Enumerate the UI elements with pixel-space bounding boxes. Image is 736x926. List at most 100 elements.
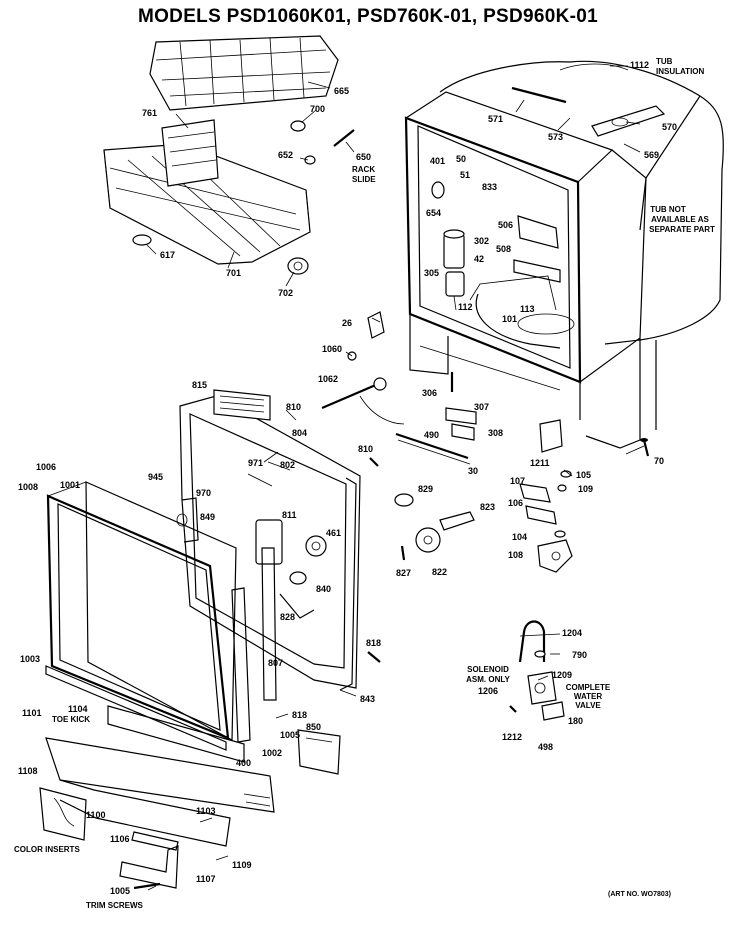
part-label-51: 51 (460, 170, 470, 180)
note-tub-not-available-3: SEPARATE PART (649, 225, 715, 234)
part-label-112: 112 (458, 302, 473, 312)
part-label-818: 818 (292, 710, 307, 720)
part-label-810: 810 (358, 444, 373, 454)
part-label-815: 815 (192, 380, 207, 390)
part-label-810: 810 (286, 402, 301, 412)
part-label-823: 823 (480, 502, 495, 512)
part-label-1211: 1211 (530, 458, 550, 468)
part-label-850: 850 (306, 722, 321, 732)
toe-kick-assembly (39, 705, 341, 890)
part-label-702: 702 (278, 288, 293, 298)
part-label-180: 180 (568, 716, 583, 726)
note-water-valve-2: WATER (574, 692, 603, 701)
part-label-802: 802 (280, 460, 295, 470)
part-label-1005: 1005 (110, 886, 130, 896)
note-toe-kick: TOE KICK (52, 715, 90, 724)
note-rack-slide-2: SLIDE (352, 175, 376, 184)
part-label-1062: 1062 (318, 374, 338, 384)
part-label-804: 804 (292, 428, 307, 438)
part-label-1204: 1204 (562, 628, 582, 638)
note-trim-screws: TRIM SCREWS (86, 901, 144, 910)
small-parts (321, 311, 650, 721)
tub-assembly (404, 60, 724, 449)
note-tub-insulation-1: TUB (656, 57, 673, 66)
part-label-70: 70 (654, 456, 664, 466)
leader-lines (145, 65, 645, 891)
part-label-807: 807 (268, 658, 283, 668)
part-label-1206: 1206 (478, 686, 498, 696)
part-label-1103: 1103 (196, 806, 216, 816)
part-label-1100: 1100 (86, 810, 106, 820)
part-label-1001: 1001 (60, 480, 80, 490)
part-label-490: 490 (424, 430, 439, 440)
part-label-945: 945 (148, 472, 163, 482)
part-label-461: 461 (326, 528, 341, 538)
part-label-833: 833 (482, 182, 497, 192)
note-tub-insulation-2: INSULATION (656, 67, 705, 76)
part-label-107: 107 (510, 476, 525, 486)
part-label-108: 108 (508, 550, 523, 560)
part-label-50: 50 (456, 154, 466, 164)
part-label-105: 105 (576, 470, 591, 480)
part-label-113: 113 (520, 304, 535, 314)
note-art-number: (ART NO. WO7803) (608, 891, 671, 898)
part-label-654: 654 (426, 208, 441, 218)
part-label-104: 104 (512, 532, 527, 542)
note-water-valve-1: COMPLETE (566, 683, 611, 692)
part-label-1112: 1112 (630, 60, 649, 70)
note-solenoid-1: SOLENOID (467, 665, 509, 674)
note-color-inserts: COLOR INSERTS (14, 845, 80, 854)
part-label-701: 701 (226, 268, 241, 278)
note-water-valve-3: VALVE (575, 701, 601, 710)
part-label-1104: 1104 (68, 704, 88, 714)
part-label-840: 840 (316, 584, 331, 594)
note-tub-not-available-1: TUB NOT (650, 205, 686, 214)
part-label-400: 400 (236, 758, 251, 768)
part-label-650: 650 (356, 152, 371, 162)
part-label-761: 761 (142, 108, 157, 118)
part-label-1008: 1008 (18, 482, 38, 492)
part-label-970: 970 (196, 488, 211, 498)
part-label-1002: 1002 (262, 748, 282, 758)
door-outer-panel (45, 481, 237, 751)
part-label-971: 971 (248, 458, 263, 468)
part-label-308: 308 (488, 428, 503, 438)
part-label-1107: 1107 (196, 874, 216, 884)
part-label-109: 109 (578, 484, 593, 494)
part-label-26: 26 (342, 318, 352, 328)
part-label-506: 506 (498, 220, 513, 230)
part-label-306: 306 (422, 388, 437, 398)
part-label-822: 822 (432, 567, 447, 577)
part-label-101: 101 (502, 314, 517, 324)
note-solenoid-2: ASM. ONLY (466, 675, 510, 684)
note-rack-slide-1: RACK (352, 165, 375, 174)
diagram-title: MODELS PSD1060K01, PSD760K-01, PSD960K-0… (137, 6, 599, 27)
part-label-1101: 1101 (22, 708, 42, 718)
part-label-617: 617 (160, 250, 175, 260)
part-label-818: 818 (366, 638, 381, 648)
part-label-843: 843 (360, 694, 375, 704)
part-label-1106: 1106 (110, 834, 130, 844)
part-label-700: 700 (310, 104, 325, 114)
part-label-1003: 1003 (20, 654, 40, 664)
part-label-829: 829 (418, 484, 433, 494)
part-label-42: 42 (474, 254, 484, 264)
part-label-652: 652 (278, 150, 293, 160)
part-label-571: 571 (488, 114, 503, 124)
part-label-570: 570 (662, 122, 677, 132)
part-label-1060: 1060 (322, 344, 342, 354)
part-label-508: 508 (496, 244, 511, 254)
dish-racks (103, 35, 355, 275)
part-label-30: 30 (468, 466, 478, 476)
part-label-302: 302 (474, 236, 489, 246)
part-label-790: 790 (572, 650, 587, 660)
part-label-828: 828 (280, 612, 295, 622)
part-label-573: 573 (548, 132, 563, 142)
part-label-1108: 1108 (18, 766, 38, 776)
part-label-106: 106 (508, 498, 523, 508)
part-label-401: 401 (430, 156, 445, 166)
part-label-811: 811 (282, 510, 297, 520)
